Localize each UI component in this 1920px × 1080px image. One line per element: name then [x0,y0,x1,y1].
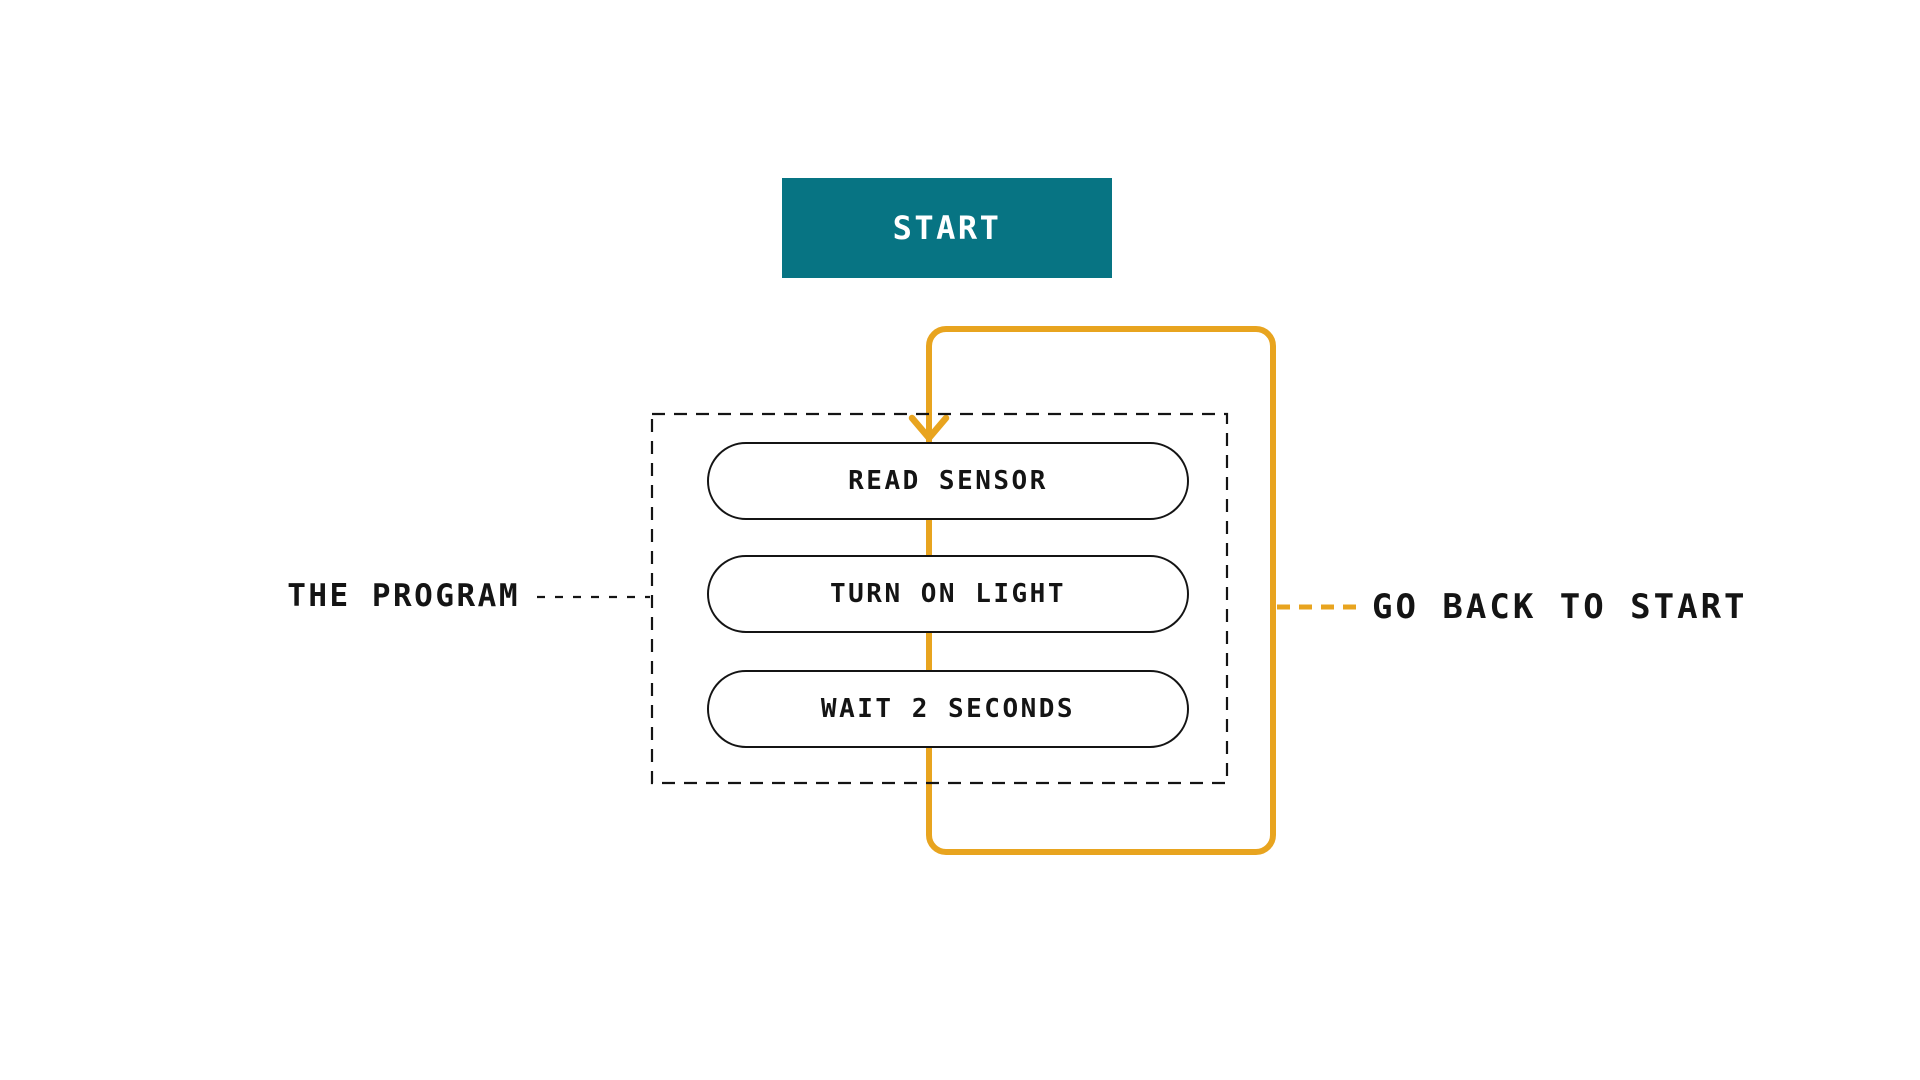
step-node-label: TURN ON LIGHT [830,579,1066,609]
start-node: START [782,178,1112,278]
step-node-label: READ SENSOR [848,466,1048,496]
step-node-read-sensor: READ SENSOR [707,442,1189,520]
start-node-label: START [892,209,1002,247]
arrow-down-icon [908,414,950,442]
program-group-box [650,412,1229,785]
step-node-wait-2-seconds: WAIT 2 SECONDS [707,670,1189,748]
program-annotation: THE PROGRAM [287,578,520,614]
step-node-turn-on-light: TURN ON LIGHT [707,555,1189,633]
go-back-annotation: GO BACK TO START [1372,587,1748,627]
step-node-label: WAIT 2 SECONDS [820,694,1076,724]
